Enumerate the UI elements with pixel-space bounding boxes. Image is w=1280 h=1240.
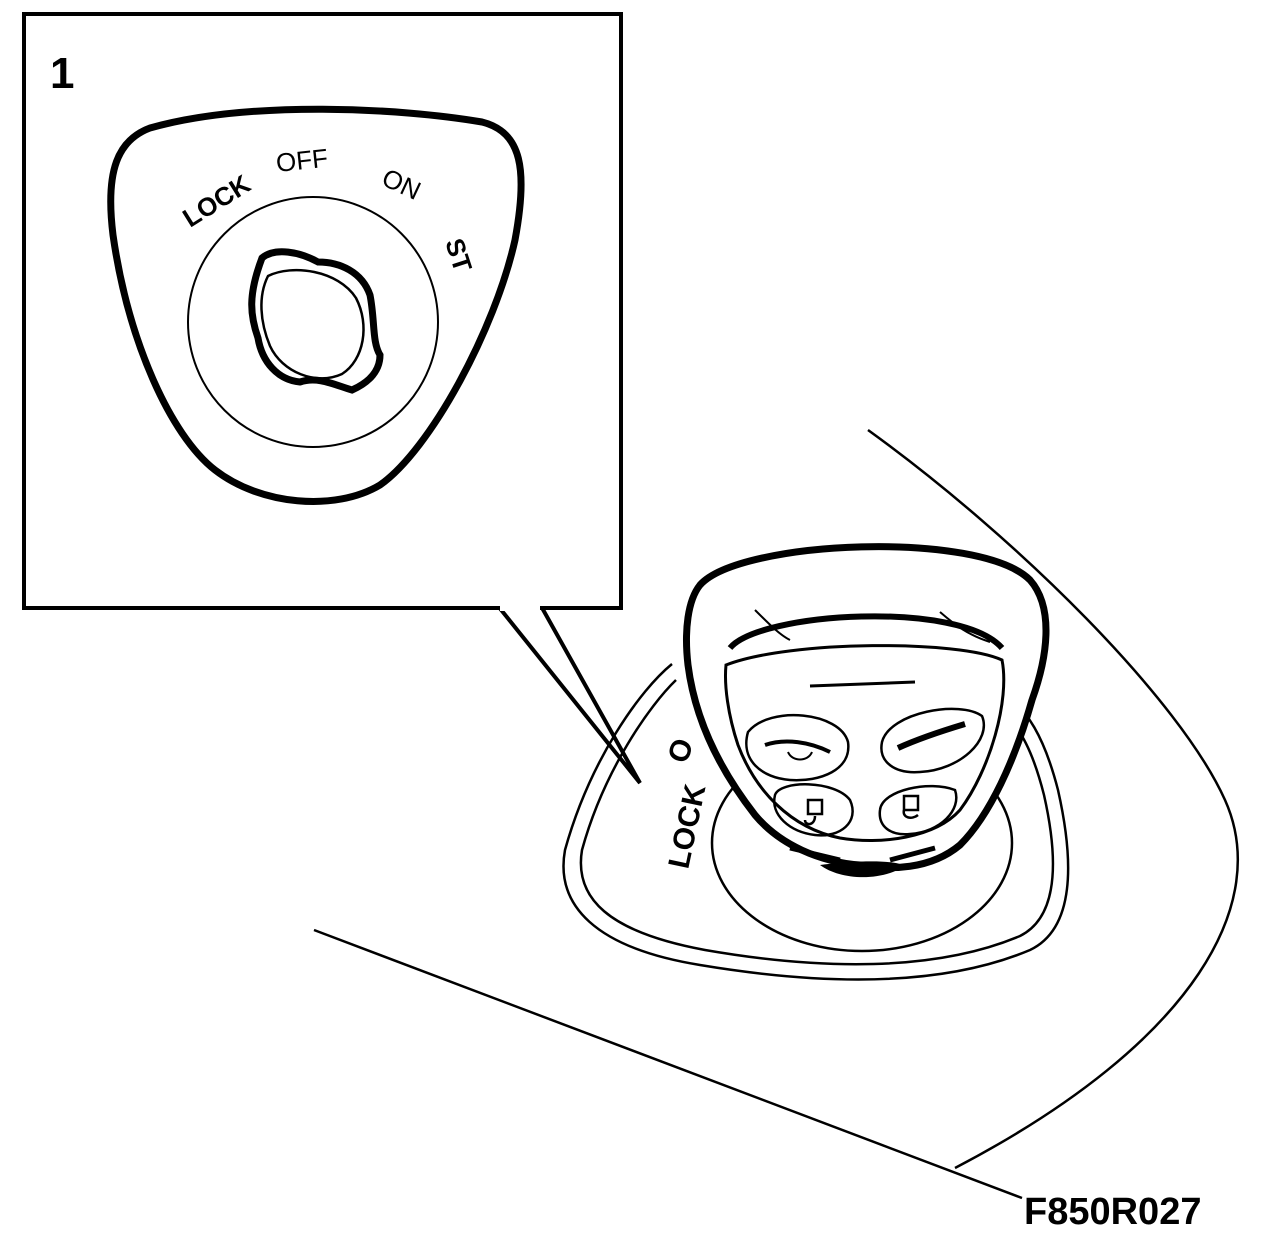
dashboard-curve	[867, 428, 1239, 1170]
unlock-icon	[772, 783, 854, 837]
switch-label-lock: LOCK	[663, 781, 713, 871]
callout-pointer	[493, 604, 642, 785]
callout-number: 1	[50, 49, 74, 98]
fob-outer-shell	[683, 543, 1050, 872]
switch-label-off-partial: O	[662, 734, 701, 767]
fob-slot-line	[809, 680, 916, 688]
switch-escutcheon-inner	[579, 679, 1055, 966]
key-remote-fob-icon	[683, 543, 1050, 878]
fob-button-top-right	[880, 707, 985, 774]
ignition-switch-assembly: LOCK O	[562, 543, 1070, 981]
callout-frame	[22, 12, 623, 610]
lock-cylinder-ring	[187, 196, 439, 448]
position-label-off: OFF	[274, 143, 329, 178]
figure-id: F850R027	[1024, 1191, 1201, 1233]
fob-inner-rim	[727, 613, 1005, 651]
ignition-escutcheon	[107, 105, 525, 505]
ignition-key-slot-icon	[248, 248, 384, 394]
switch-escutcheon-outer	[562, 663, 1070, 981]
lock-icon	[878, 784, 958, 836]
callout-box: 1 LOCK OFF ON ST	[22, 12, 642, 785]
key-blade-base	[820, 861, 905, 878]
dashboard-lower-edge	[313, 928, 1023, 1200]
trunk-release-icon	[745, 713, 850, 782]
dashboard-outline	[313, 428, 1239, 1200]
